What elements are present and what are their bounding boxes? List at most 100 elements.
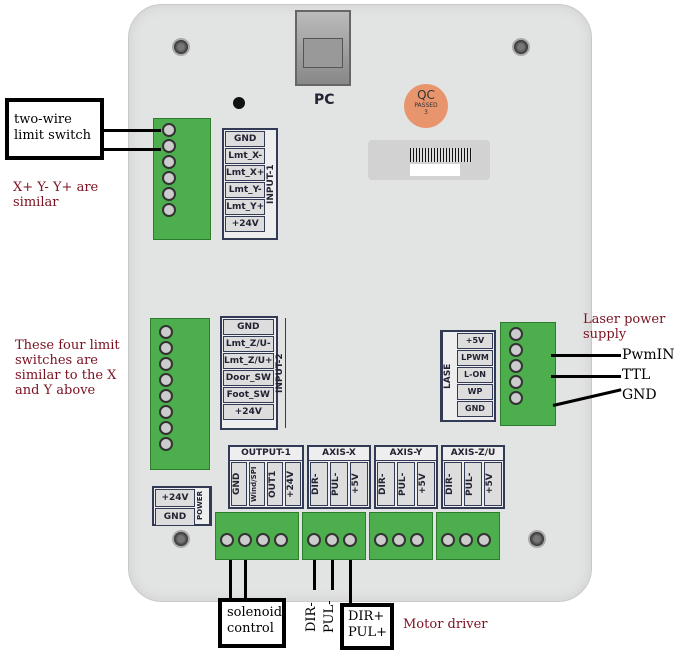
output-group-title: OUTPUT-1 (230, 447, 302, 461)
output-group-title: AXIS-Y (376, 447, 436, 461)
screw (172, 38, 190, 56)
terminal-screw (392, 533, 406, 547)
power-label-table: +24V GND POWER (152, 486, 212, 526)
power-pin: GND (155, 508, 195, 526)
pin-label: +5V (484, 462, 502, 506)
terminal-screw (162, 171, 176, 185)
terminal-screw (374, 533, 388, 547)
output-terminal-block (369, 512, 433, 560)
input1-terminal-block (153, 118, 211, 240)
pin-label: WP (457, 384, 493, 400)
terminal-screw (459, 533, 473, 547)
terminal-screw (159, 405, 173, 419)
terminal-screw (343, 533, 357, 547)
pin-label: Wind/SPI (249, 462, 265, 506)
terminal-screw (509, 375, 523, 389)
pin-label: OUT1 (267, 462, 283, 506)
wire (551, 354, 621, 357)
output-terminal-block (302, 512, 366, 560)
pin-label: Lmt_Y- (225, 182, 266, 198)
screw (512, 38, 530, 56)
wire (349, 560, 352, 605)
dir-minus-label: DIR- (304, 602, 319, 632)
wire (244, 560, 247, 600)
terminal-screw (509, 327, 523, 341)
pin-label: DIR- (444, 462, 462, 506)
pin-label: Lmt_X- (225, 148, 266, 164)
four-switches-note: These four limit switches are similar to… (15, 338, 120, 398)
terminal-screw (307, 533, 321, 547)
pin-label: Door_SW (223, 370, 274, 386)
pul-minus-label: PUL- (322, 600, 337, 634)
terminal-screw (509, 391, 523, 405)
terminal-screw (477, 533, 491, 547)
usb-port (295, 10, 351, 86)
pin-label: Lmt_Z/U- (223, 336, 274, 352)
pin-label: +24V (223, 404, 274, 420)
terminal-screw (159, 373, 173, 387)
pin-label: GND (457, 401, 493, 417)
pin-label: LPWM (457, 350, 493, 366)
pin-label: +5V (350, 462, 368, 506)
terminal-screw (274, 533, 288, 547)
output-group-title: AXIS-X (309, 447, 369, 461)
terminal-screw (162, 203, 176, 217)
pin-label: GND (231, 462, 247, 506)
ttl-label: TTL (622, 367, 651, 383)
pin-label: GND (225, 131, 266, 147)
wire (551, 375, 621, 378)
screw (528, 530, 546, 548)
xy-note: X+ Y- Y+ are similar (13, 180, 99, 210)
input2-title: INPUT-2 (274, 318, 286, 428)
laser-terminal-block (500, 322, 556, 426)
pin-label: DIR- (310, 462, 328, 506)
output-terminal-block (436, 512, 500, 560)
terminal-screw (162, 187, 176, 201)
pin-label: Foot_SW (223, 387, 274, 403)
pin-label: L-ON (457, 367, 493, 383)
terminal-screw (509, 343, 523, 357)
terminal-screw (159, 437, 173, 451)
wire (313, 560, 316, 590)
terminal-screw (162, 155, 176, 169)
dir-pul-plus-callout: DIR+ PUL+ (340, 603, 394, 650)
wire (103, 129, 161, 132)
pin-label: PUL- (464, 462, 482, 506)
power-title: POWER (196, 488, 210, 524)
terminal-screw (159, 421, 173, 435)
pin-label: +5V (457, 333, 493, 349)
terminal-screw (159, 357, 173, 371)
pin-label: GND (223, 319, 274, 335)
terminal-screw (441, 533, 455, 547)
bottom-terminal-blocks (215, 512, 500, 560)
terminal-screw (162, 123, 176, 137)
pin-label: +24V (225, 216, 266, 232)
laser-title: LASE (442, 332, 456, 420)
terminal-screw (159, 389, 173, 403)
terminal-screw (325, 533, 339, 547)
pin-label: Lmt_Y+ (225, 199, 266, 215)
pin-label: PUL- (330, 462, 348, 506)
motor-driver-note: Motor driver (403, 617, 488, 632)
screw (172, 530, 190, 548)
terminal-screw (162, 139, 176, 153)
pin-label: PUL- (397, 462, 415, 506)
input1-title: INPUT-1 (266, 130, 278, 238)
laser-title-note: Laser power supply (583, 312, 666, 342)
gnd-label: GND (622, 387, 657, 403)
solenoid-callout: solenoid control (218, 598, 286, 648)
barcode-sticker (368, 140, 490, 180)
pin-label: +5V (417, 462, 435, 506)
pin-label: DIR- (377, 462, 395, 506)
wire (103, 148, 161, 151)
terminal-screw (220, 533, 234, 547)
pin-label: Lmt_X+ (225, 165, 266, 181)
limit-switch-callout: two-wire limit switch (5, 98, 104, 160)
output-group-title: AXIS-Z/U (443, 447, 503, 461)
